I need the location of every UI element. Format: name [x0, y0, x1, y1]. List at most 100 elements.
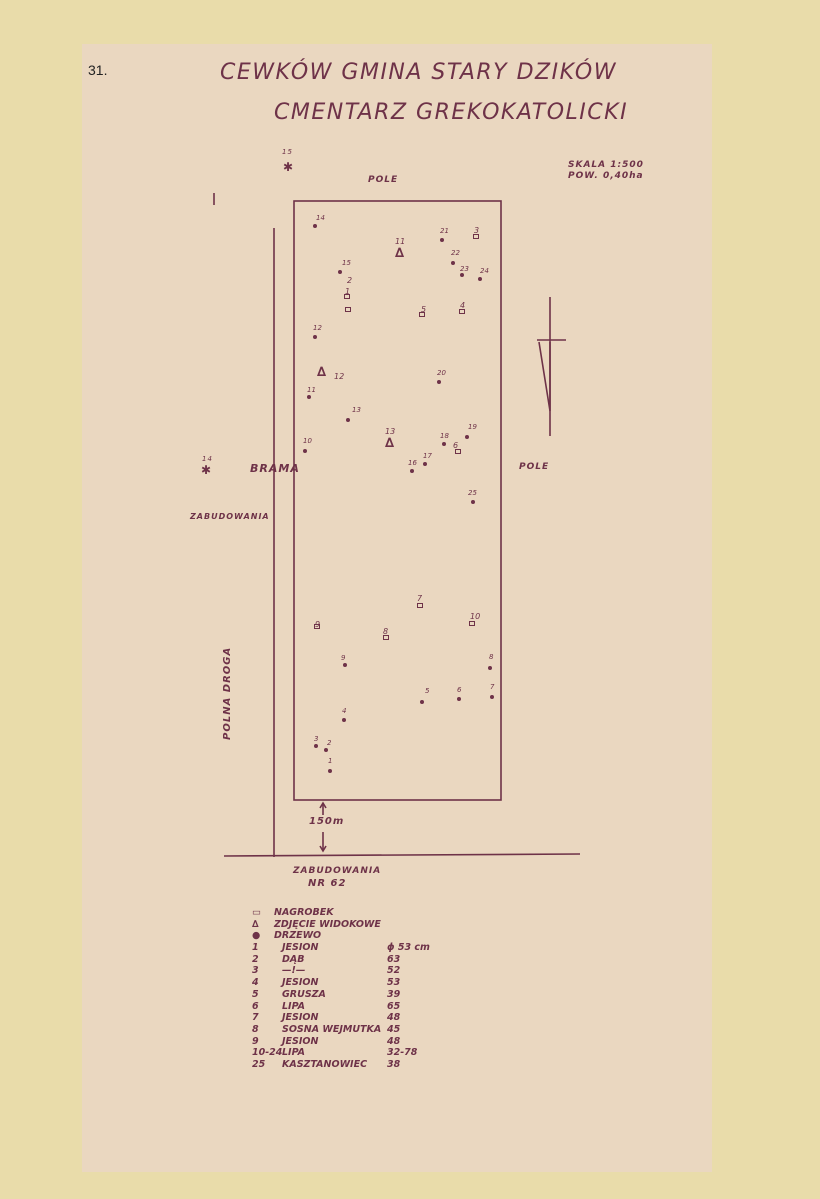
tree-diameter: 32-78 — [387, 1047, 418, 1059]
tree-number: 15 — [342, 259, 351, 267]
zabudowania-bottom-label: ZABUDOWANIA — [293, 866, 382, 876]
tree-diameter: ϕ 53 cm — [387, 942, 430, 954]
tree-species: JESION — [282, 977, 319, 989]
bottom-road-line — [223, 853, 581, 857]
tree-species: LIPA — [282, 1047, 306, 1059]
tree-number: 2 — [252, 953, 259, 965]
tree-number: 19 — [468, 423, 477, 431]
grave-number: 3 — [474, 226, 480, 235]
tree-icon: ● — [252, 930, 261, 942]
tree-dot — [490, 695, 494, 699]
tree-dot — [488, 666, 492, 670]
photo-point-icon: ∆ — [317, 365, 327, 380]
photo-point-icon: ∆ — [395, 246, 405, 261]
tree-number: 18 — [440, 432, 449, 440]
grave-number: 2 — [347, 276, 353, 285]
grave-marker — [459, 309, 465, 314]
tree-number: 23 — [460, 265, 469, 273]
house-number-label: NR 62 — [308, 878, 347, 889]
tree-dot — [471, 500, 475, 504]
photo-number: 12 — [334, 372, 345, 381]
legend-symbol-label: NAGROBEK — [274, 907, 334, 918]
gate-point-icon: ✱ — [201, 463, 212, 477]
tree-diameter: 39 — [387, 988, 401, 1000]
tree-number: 4 — [252, 977, 259, 989]
distance-label: 150m — [309, 816, 345, 827]
grave-number: 1 — [345, 287, 351, 296]
polna-droga-label: POLNA DROGA — [222, 646, 233, 740]
tree-dot — [440, 238, 444, 242]
tree-number: 25 — [468, 489, 477, 497]
tree-number: 13 — [352, 406, 361, 414]
tree-number: 1 — [252, 942, 259, 954]
grave-number: 9 — [315, 620, 321, 629]
tree-diameter: 53 — [387, 977, 401, 989]
tree-number: 20 — [437, 369, 446, 377]
tree-dot — [328, 769, 332, 773]
tree-dot — [451, 261, 455, 265]
tree-number: 16 — [408, 459, 417, 467]
tree-dot — [314, 744, 318, 748]
tree-dot — [478, 277, 482, 281]
tree-diameter: 65 — [387, 1000, 401, 1012]
tree-dot — [313, 224, 317, 228]
tree-species: LIPA — [282, 1000, 306, 1012]
zabudowania-left-label: ZABUDOWANIA — [190, 512, 270, 521]
grave-marker — [344, 294, 350, 299]
tree-diameter: 45 — [387, 1023, 401, 1035]
photo-icon: ∆ — [252, 918, 259, 930]
gate-marker-label: 14 — [202, 455, 213, 463]
tree-dot — [460, 273, 464, 277]
tree-number: 22 — [451, 249, 460, 257]
tree-diameter: 63 — [387, 953, 401, 965]
tree-number: 8 — [489, 653, 494, 661]
tree-number: 11 — [307, 386, 316, 394]
tree-dot — [457, 697, 461, 701]
tree-dot — [423, 462, 427, 466]
grave-marker — [417, 603, 423, 608]
tree-number: 24 — [480, 267, 489, 275]
tree-dot — [313, 335, 317, 339]
north-arrow-head — [538, 341, 551, 412]
tree-number: 1 — [328, 757, 333, 765]
tree-dot — [465, 435, 469, 439]
tree-species: GRUSZA — [282, 988, 326, 1000]
tree-number: 9 — [252, 1035, 259, 1047]
brama-label: BRAMA — [250, 462, 300, 475]
grave-marker — [469, 621, 475, 626]
grave-number: 7 — [417, 594, 423, 603]
tree-number: 5 — [252, 988, 259, 1000]
tree-dot — [343, 663, 347, 667]
tree-diameter: 38 — [387, 1058, 401, 1070]
tree-number: 4 — [342, 707, 347, 715]
tree-species: —!— — [282, 965, 306, 977]
tree-number: 5 — [425, 687, 430, 695]
tree-species: DĄB — [282, 953, 305, 965]
tree-species: KASZTANOWIEC — [282, 1058, 368, 1070]
tree-number: 10 — [303, 437, 312, 445]
tree-number: 12 — [313, 324, 322, 332]
tree-number: 9 — [341, 654, 346, 662]
tree-number: 7 — [252, 1012, 259, 1024]
title-line-1: CEWKÓW GMINA STARY DZIKÓW — [220, 60, 617, 85]
tree-dot — [437, 380, 441, 384]
tree-dot — [420, 700, 424, 704]
outside-marker-label: 15 — [282, 148, 293, 156]
tree-dot — [442, 442, 446, 446]
tree-number: 8 — [252, 1023, 259, 1035]
grave-number: 4 — [460, 301, 466, 310]
legend-symbol-label: ZDJĘCIE WIDOKOWE — [274, 918, 381, 930]
tree-dot — [342, 718, 346, 722]
photo-point-icon: ∆ — [385, 436, 395, 451]
tree-number: 14 — [316, 214, 325, 222]
tree-dot — [307, 395, 311, 399]
tree-number: 25 — [252, 1058, 266, 1070]
legend-symbol-label: DRZEWO — [274, 930, 322, 942]
tree-number: 6 — [252, 1000, 259, 1012]
map-sheet — [82, 44, 712, 1172]
tree-dot — [346, 418, 350, 422]
tree-dot — [303, 449, 307, 453]
cemetery-boundary — [293, 200, 502, 801]
pole-right-label: POLE — [519, 462, 550, 472]
